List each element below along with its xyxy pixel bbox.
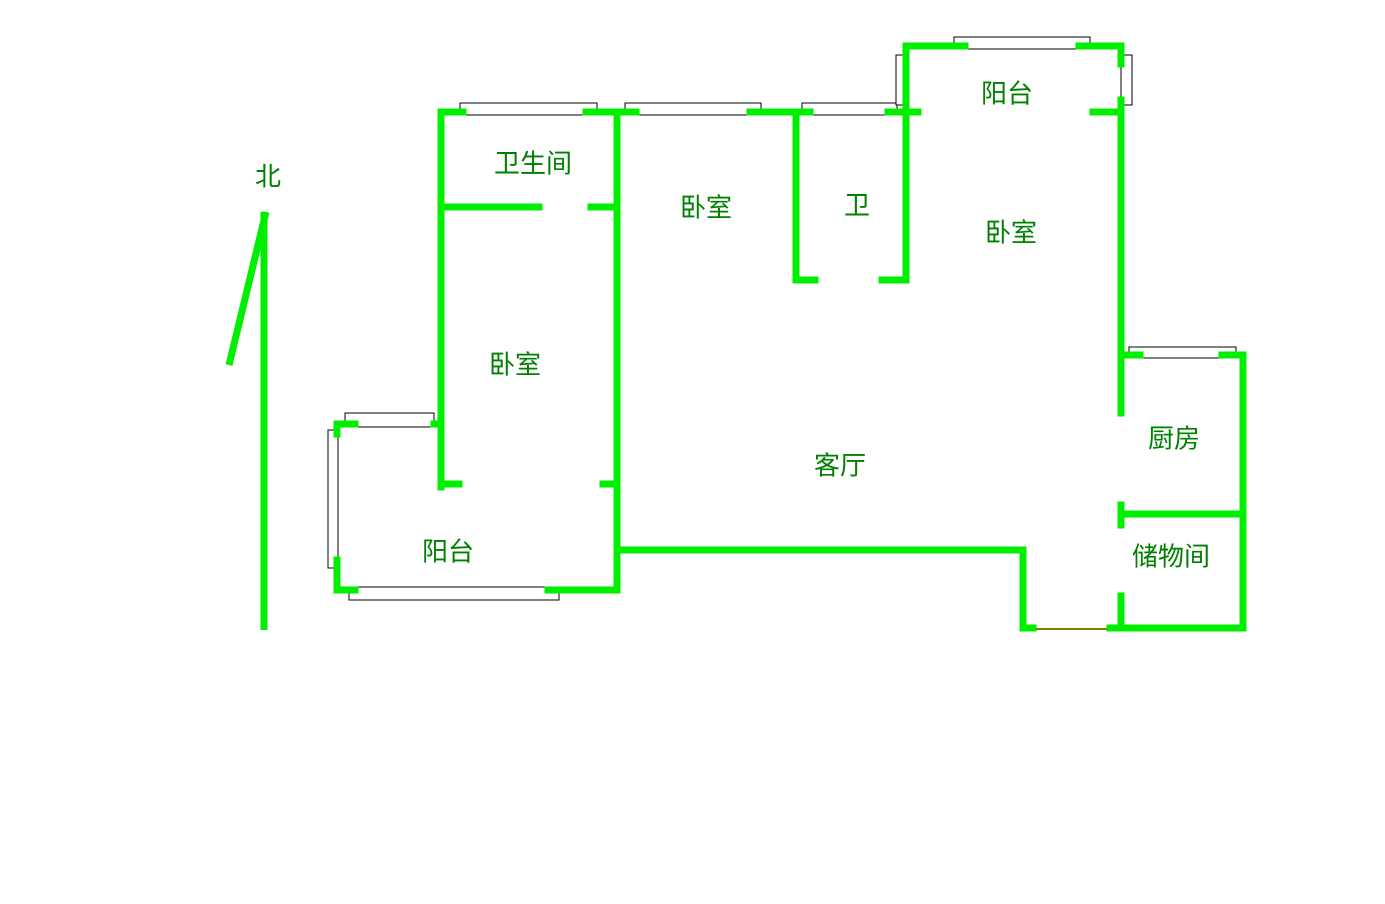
room-label-small-bathroom: 卫: [843, 191, 871, 222]
windows: [327, 36, 1237, 601]
room-label-kitchen: 厨房: [1147, 424, 1201, 455]
north-label: 北: [254, 162, 282, 193]
room-label-bedroom-west: 卧室: [488, 350, 542, 381]
room-label-balcony-west: 阳台: [421, 537, 475, 568]
north-arrow: [225, 211, 270, 630]
room-label-storage: 储物间: [1131, 542, 1211, 573]
room-label-balcony-north: 阳台: [980, 79, 1034, 110]
room-label-bedroom-north: 卧室: [679, 193, 733, 224]
room-label-bedroom-east: 卧室: [984, 218, 1038, 249]
room-label-living-room: 客厅: [813, 451, 867, 482]
walls: [333, 42, 1247, 632]
room-label-bathroom: 卫生间: [493, 149, 573, 180]
